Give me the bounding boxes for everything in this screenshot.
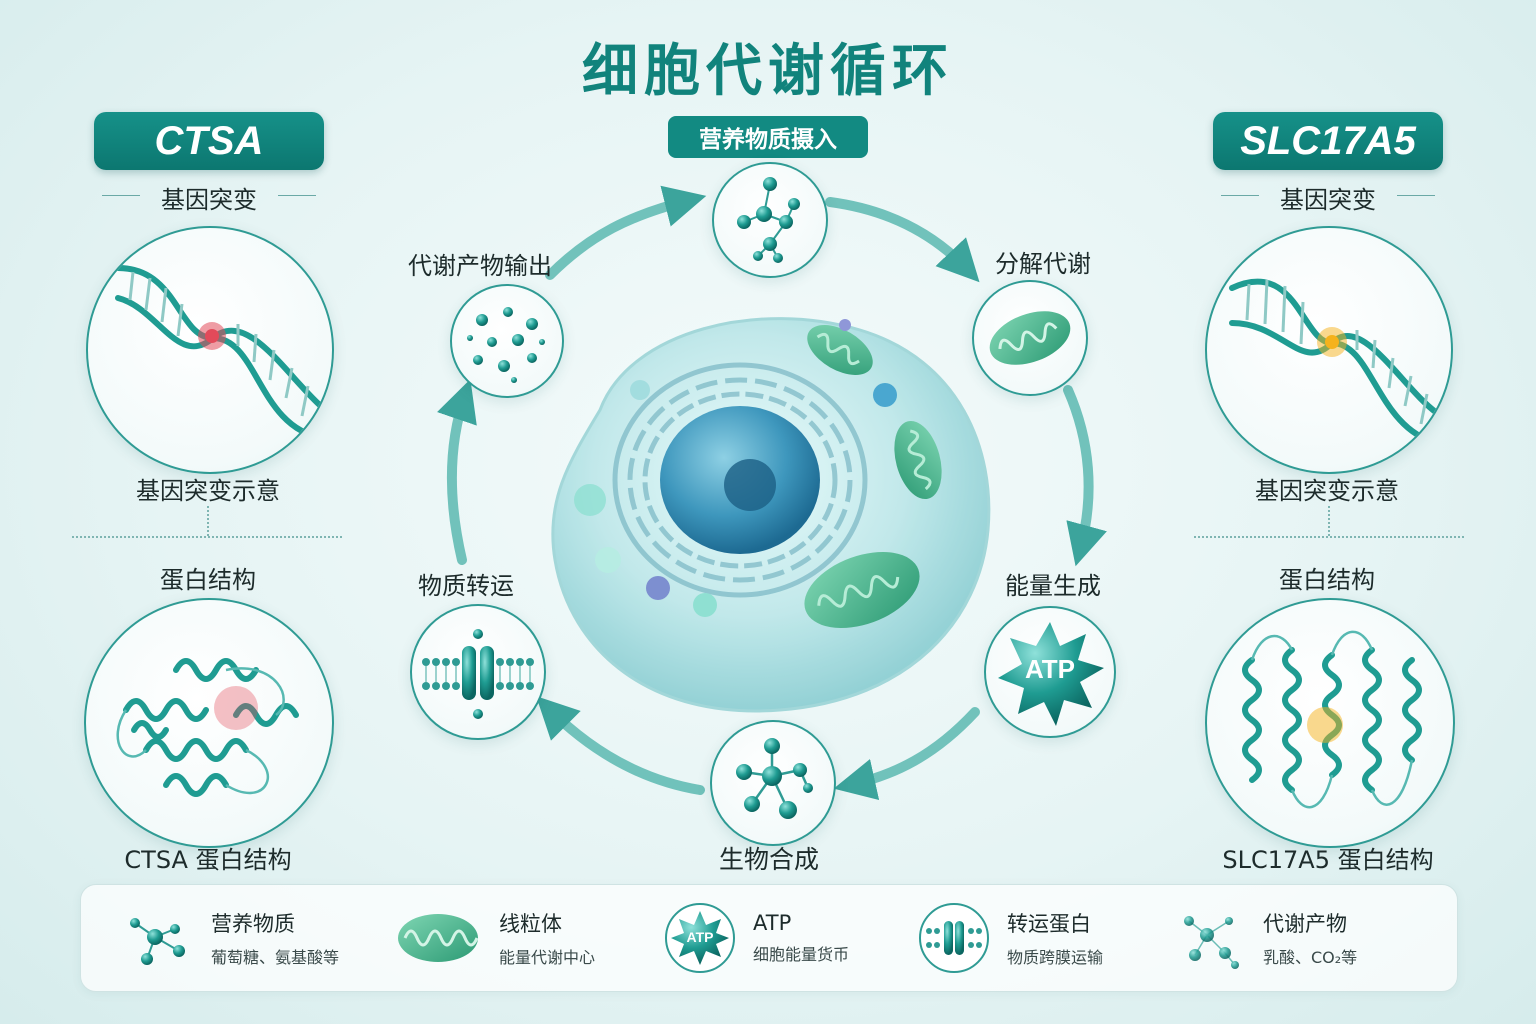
cycle-step-transport-label: 物质转运 xyxy=(418,572,514,600)
legend-item-transporter: 转运蛋白 物质跨膜运输 xyxy=(917,885,1187,991)
divider xyxy=(1397,195,1435,196)
metabolite-icon xyxy=(1173,901,1247,975)
protein-structure-illustration-left xyxy=(84,598,334,848)
protein-structure-illustration-right xyxy=(1205,598,1455,848)
cycle-step-output xyxy=(450,284,564,398)
cycle-step-output-label: 代谢产物输出 xyxy=(408,252,552,280)
atp-badge-text: ATP xyxy=(686,929,714,945)
legend-name: 转运蛋白 xyxy=(1007,912,1091,936)
mitochondria-icon xyxy=(989,311,1071,365)
cycle-step-intake xyxy=(712,162,828,278)
mutation-caption-right: 基因突变示意 xyxy=(1255,477,1399,505)
mutation-heading-right: 基因突变 xyxy=(1280,186,1376,214)
cycle-step-catabolism-label: 分解代谢 xyxy=(995,250,1091,278)
particles-icon xyxy=(467,307,545,383)
legend-desc: 细胞能量货币 xyxy=(753,945,850,964)
legend-name: ATP xyxy=(753,911,792,935)
dna-mutation-illustration-right xyxy=(1205,226,1453,474)
cycle-step-intake-label: 营养物质摄入 xyxy=(668,116,868,158)
cycle-step-energy: ATP xyxy=(984,606,1116,738)
legend-item-atp: ATP ATP 细胞能量货币 xyxy=(663,885,933,991)
protein-heading-right: 蛋白结构 xyxy=(1279,566,1375,594)
divider xyxy=(1194,536,1464,538)
legend-item-metabolite: 代谢产物 乳酸、CO₂等 xyxy=(1173,885,1443,991)
transporter-icon xyxy=(422,629,534,719)
dna-icon xyxy=(1229,278,1440,446)
mutation-caption-left: 基因突变示意 xyxy=(136,477,280,505)
arrow-energy-to-biosynthesis xyxy=(833,707,980,801)
mutation-heading-left: 基因突变 xyxy=(161,186,257,214)
arrow-output-to-intake xyxy=(545,185,707,280)
arrow-catabolism-to-energy xyxy=(1063,385,1107,567)
cycle-step-catabolism xyxy=(972,280,1088,396)
cycle-step-transport xyxy=(410,604,546,740)
legend: 营养物质 葡萄糖、氨基酸等 线粒体 能量代谢中心 ATP ATP 细胞能量货币 xyxy=(80,884,1458,992)
arrow-biosynthesis-to-transport xyxy=(536,696,705,795)
nutrient-icon xyxy=(121,901,195,975)
gene-badge-ctsa: CTSA xyxy=(94,112,324,170)
protein-icon xyxy=(1242,630,1422,809)
atp-icon xyxy=(998,622,1104,726)
cycle-step-biosynthesis-label: 生物合成 xyxy=(719,845,820,874)
connector xyxy=(207,506,209,536)
legend-name: 线粒体 xyxy=(499,912,562,936)
legend-name: 营养物质 xyxy=(211,912,295,936)
divider xyxy=(1221,195,1259,196)
cell-illustration xyxy=(540,290,1000,720)
legend-name: 代谢产物 xyxy=(1263,912,1347,936)
protein-icon xyxy=(116,658,299,797)
arrow-intake-to-catabolism xyxy=(825,197,980,283)
legend-desc: 葡萄糖、氨基酸等 xyxy=(211,948,340,967)
page-title: 细胞代谢循环 xyxy=(582,39,954,104)
molecule-icon xyxy=(737,177,800,263)
cycle-step-biosynthesis xyxy=(710,720,836,846)
connector xyxy=(1328,506,1330,536)
gene-badge-slc17a5: SLC17A5 xyxy=(1213,112,1443,170)
dna-icon xyxy=(115,265,326,441)
cycle-step-energy-label: 能量生成 xyxy=(1005,572,1101,600)
molecule-icon xyxy=(736,738,813,819)
transporter-icon xyxy=(917,901,991,975)
arrow-transport-to-output xyxy=(437,379,477,565)
divider xyxy=(72,536,342,538)
legend-item-mitochondria: 线粒体 能量代谢中心 xyxy=(393,885,663,991)
divider xyxy=(278,195,316,196)
dna-mutation-illustration-left xyxy=(86,226,334,474)
mitochondria-icon xyxy=(393,901,483,975)
legend-desc: 能量代谢中心 xyxy=(499,948,596,967)
legend-desc: 乳酸、CO₂等 xyxy=(1263,948,1358,967)
atp-icon: ATP xyxy=(663,901,737,975)
divider xyxy=(102,195,140,196)
atp-text: ATP xyxy=(1024,654,1076,684)
protein-caption-left: CTSA 蛋白结构 xyxy=(124,846,292,874)
legend-desc: 物质跨膜运输 xyxy=(1007,948,1104,967)
legend-item-nutrient: 营养物质 葡萄糖、氨基酸等 xyxy=(121,885,391,991)
protein-caption-right: SLC17A5 蛋白结构 xyxy=(1222,846,1434,874)
protein-heading-left: 蛋白结构 xyxy=(160,566,256,594)
cell-icon xyxy=(551,317,991,713)
